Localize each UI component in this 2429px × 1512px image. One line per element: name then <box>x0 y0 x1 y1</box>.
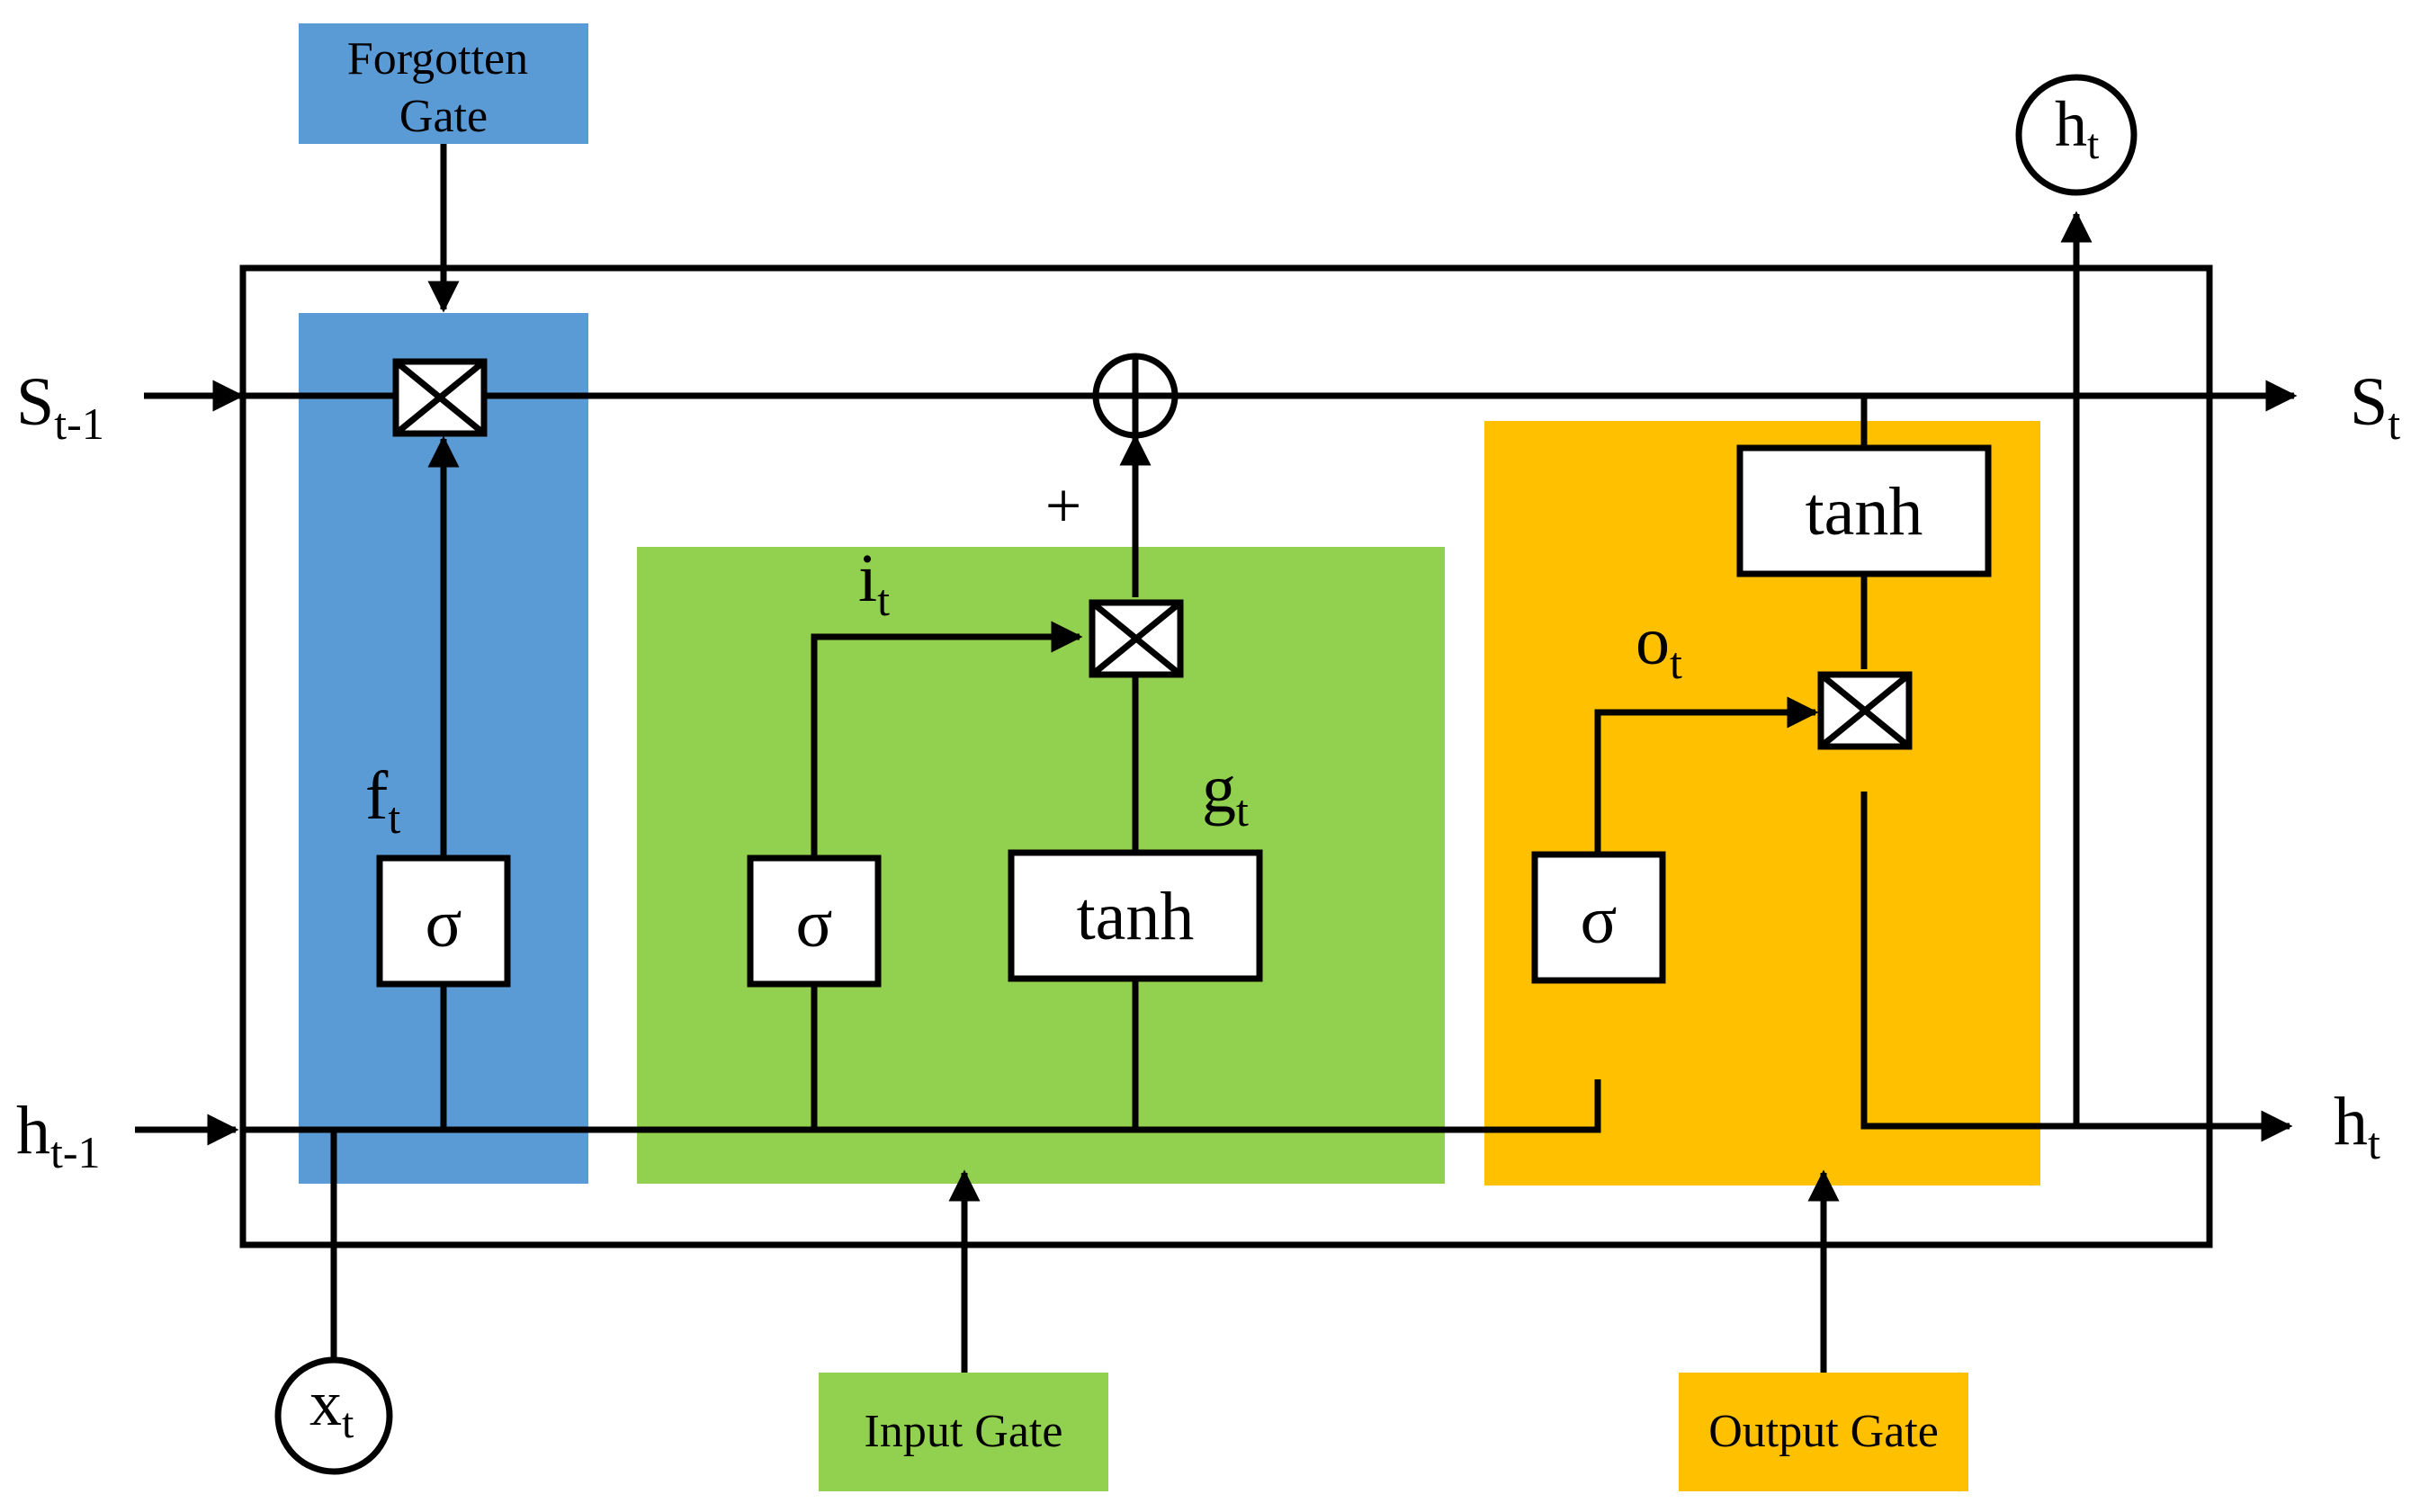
output-sigma-to-mult <box>1594 696 1819 853</box>
g-label: gt <box>1202 751 1249 836</box>
output-multiply-icon <box>1817 671 1913 750</box>
hidden-input-bus <box>243 1079 1601 1133</box>
output-tanh-box <box>1736 444 1992 577</box>
h-next-label: ht <box>2334 1084 2380 1168</box>
x-input-node <box>274 1356 393 1475</box>
input-tanh-label: tanh <box>1077 879 1195 954</box>
output-gate-label: Output Gate <box>1708 1406 1939 1457</box>
plus-sign: + <box>1045 470 1082 541</box>
h-output-node <box>2015 74 2138 196</box>
output-tanh-label: tanh <box>1806 474 1923 550</box>
input-gate-label-box <box>819 1373 1108 1491</box>
forget-gate-label-box <box>299 23 588 144</box>
input-tanh-box <box>1008 849 1263 982</box>
input-sigma-label: σ <box>796 886 833 962</box>
output-sigma-label: σ <box>1581 882 1618 958</box>
i-label: it <box>858 541 890 625</box>
h-prev-label: ht-1 <box>16 1093 101 1177</box>
input-multiply-icon <box>1089 599 1184 678</box>
cell-add-icon <box>1092 353 1179 439</box>
output-sigma-box <box>1531 851 1666 984</box>
forget-sigma-box <box>376 854 511 988</box>
forget-sigma-label: σ <box>426 886 462 962</box>
x-label: xt <box>309 1367 354 1447</box>
input-sigma-box <box>747 854 882 988</box>
s-next-label: St <box>2350 364 2400 449</box>
h-top-label: ht <box>2055 88 2100 168</box>
s-prev-label: St-1 <box>16 364 104 449</box>
output-gate-label-box <box>1679 1373 1968 1491</box>
forget-gate-label: Forgotten Gate <box>347 33 540 142</box>
input-gate-label: Input Gate <box>865 1406 1063 1457</box>
cell-boundary <box>239 264 2213 1248</box>
o-label: ot <box>1636 604 1682 688</box>
forget-multiply-icon <box>392 358 488 437</box>
f-label: ft <box>365 758 400 843</box>
input-sigma-to-mult <box>811 621 1083 856</box>
hidden-output-line <box>1860 792 2293 1142</box>
